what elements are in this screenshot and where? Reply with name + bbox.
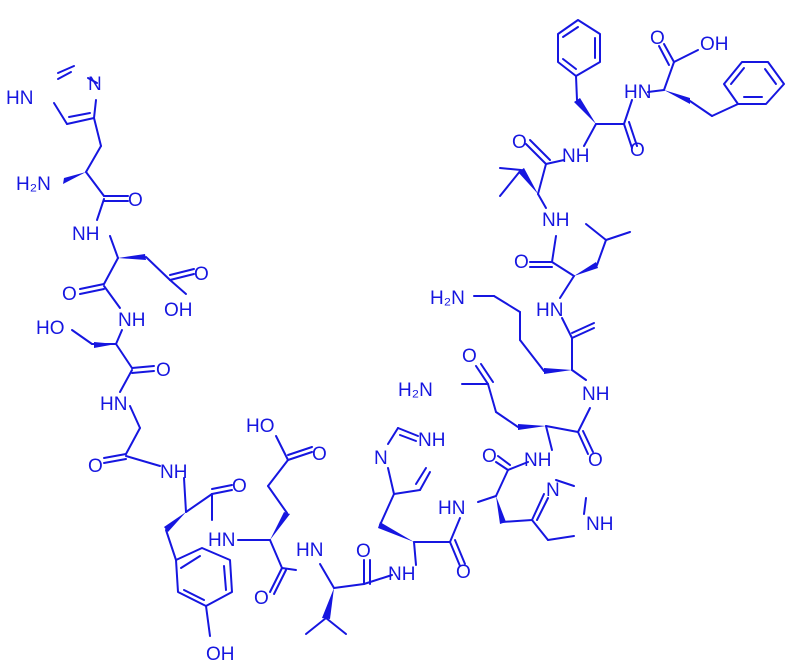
atom-label: O — [456, 562, 471, 583]
bond-lines — [53, 19, 785, 637]
atom-label: NH — [388, 564, 415, 585]
atom-label: HO — [246, 416, 275, 437]
atom-label: NH — [118, 310, 145, 331]
atom-label: HN — [6, 88, 33, 109]
atom-label: O — [630, 140, 645, 161]
atom-label: O — [156, 360, 171, 381]
atom-label: O — [356, 541, 371, 562]
atom-label: O — [312, 444, 327, 465]
atom-label: HO — [36, 318, 65, 339]
atom-label: O — [194, 264, 209, 285]
atom-label: O — [482, 446, 497, 467]
atom-label: NH — [524, 450, 551, 471]
atom-label: O — [462, 346, 477, 367]
atom-label: N — [546, 480, 560, 501]
atom-label: H₂N — [398, 380, 433, 401]
atom-label: NH — [72, 224, 99, 245]
atom-label: HN — [100, 394, 127, 415]
atom-label: HN — [624, 82, 651, 103]
atom-label: HN — [296, 540, 323, 561]
atom-label: N — [88, 74, 102, 95]
atom-label: H₂N — [430, 288, 465, 309]
atom-labels: HN N H₂N O NH O O OH NH HO O HN O NH O O… — [6, 28, 729, 665]
atom-label: NH — [160, 462, 187, 483]
atom-label: NH — [562, 146, 589, 167]
atom-label: HN — [536, 300, 563, 321]
atom-label: O — [88, 456, 103, 477]
atom-label: HN — [438, 498, 465, 519]
atom-label: H₂N — [16, 174, 51, 195]
atom-label: O — [514, 252, 529, 273]
atom-label: O — [650, 28, 665, 49]
atom-label: OH — [206, 644, 235, 665]
atom-label: O — [512, 132, 527, 153]
atom-label: N — [374, 448, 388, 469]
atom-label: NH — [418, 430, 445, 451]
atom-label: NH — [586, 514, 613, 535]
atom-label: HN — [208, 530, 235, 551]
atom-label: O — [254, 588, 269, 609]
atom-label: OH — [700, 34, 729, 55]
atom-label: O — [62, 284, 77, 305]
atom-label: NH — [542, 210, 569, 231]
atom-label: OH — [164, 300, 193, 321]
atom-label: O — [588, 450, 603, 471]
atom-label: O — [232, 476, 247, 497]
atom-label: NH — [582, 384, 609, 405]
atom-label: O — [128, 190, 143, 211]
